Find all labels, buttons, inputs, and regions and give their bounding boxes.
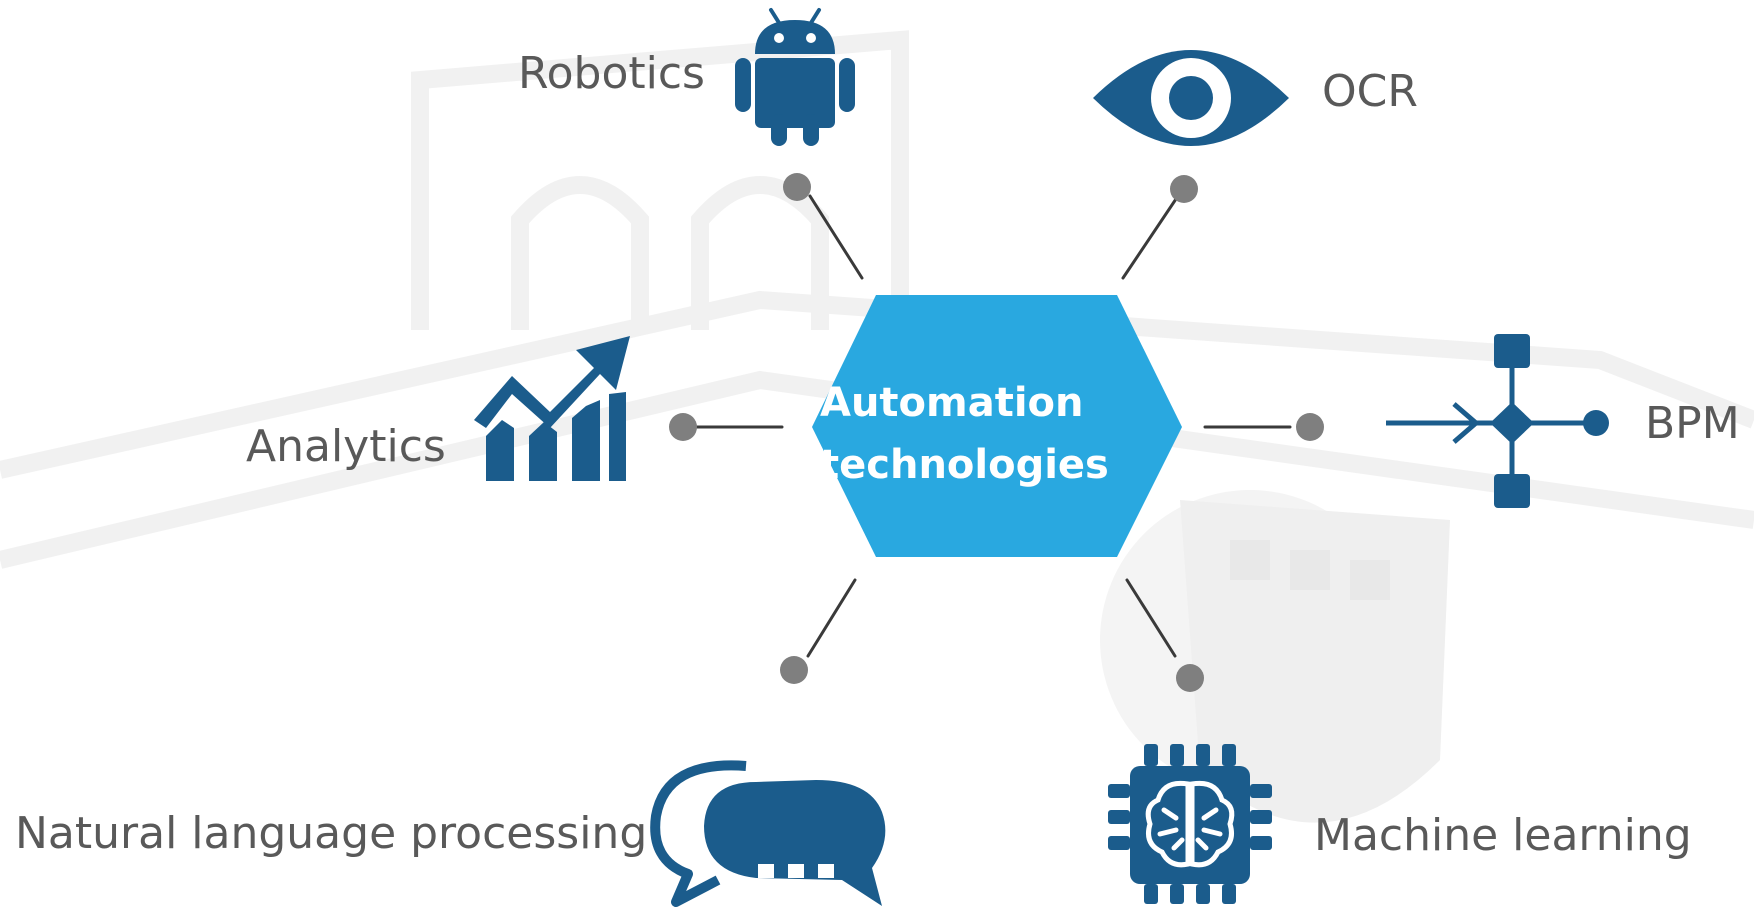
connector-dot-analytics — [669, 413, 697, 441]
connector-robotics — [808, 194, 864, 280]
connector-nlp — [806, 578, 857, 658]
brain-chip-icon — [1108, 744, 1272, 904]
node-label-ocr: OCR — [1322, 66, 1418, 117]
chart-growth-icon — [474, 336, 630, 481]
center-title-line1: Automation — [820, 380, 1084, 426]
android-robot-icon — [735, 8, 855, 146]
node-label-robotics: Robotics — [518, 48, 705, 99]
center-hexagon — [812, 295, 1182, 557]
node-label-analytics: Analytics — [246, 421, 446, 472]
connector-ocr — [1121, 194, 1180, 280]
node-label-ml: Machine learning — [1314, 810, 1692, 861]
center-title-line2: technologies — [820, 442, 1109, 488]
node-label-nlp: Natural language processing — [15, 808, 648, 859]
connector-dot-bpm — [1296, 413, 1324, 441]
chat-bubbles-icon — [650, 760, 886, 907]
connector-ml — [1125, 578, 1177, 658]
node-label-bpm: BPM — [1645, 398, 1740, 449]
connector-dot-ocr — [1170, 175, 1198, 203]
connector-dot-nlp — [780, 656, 808, 684]
connector-dot-ml — [1176, 664, 1204, 692]
connector-dot-robotics — [783, 173, 811, 201]
center-title: Automation technologies — [820, 372, 1160, 496]
eye-icon — [1093, 50, 1289, 146]
process-flow-icon — [1386, 334, 1609, 508]
